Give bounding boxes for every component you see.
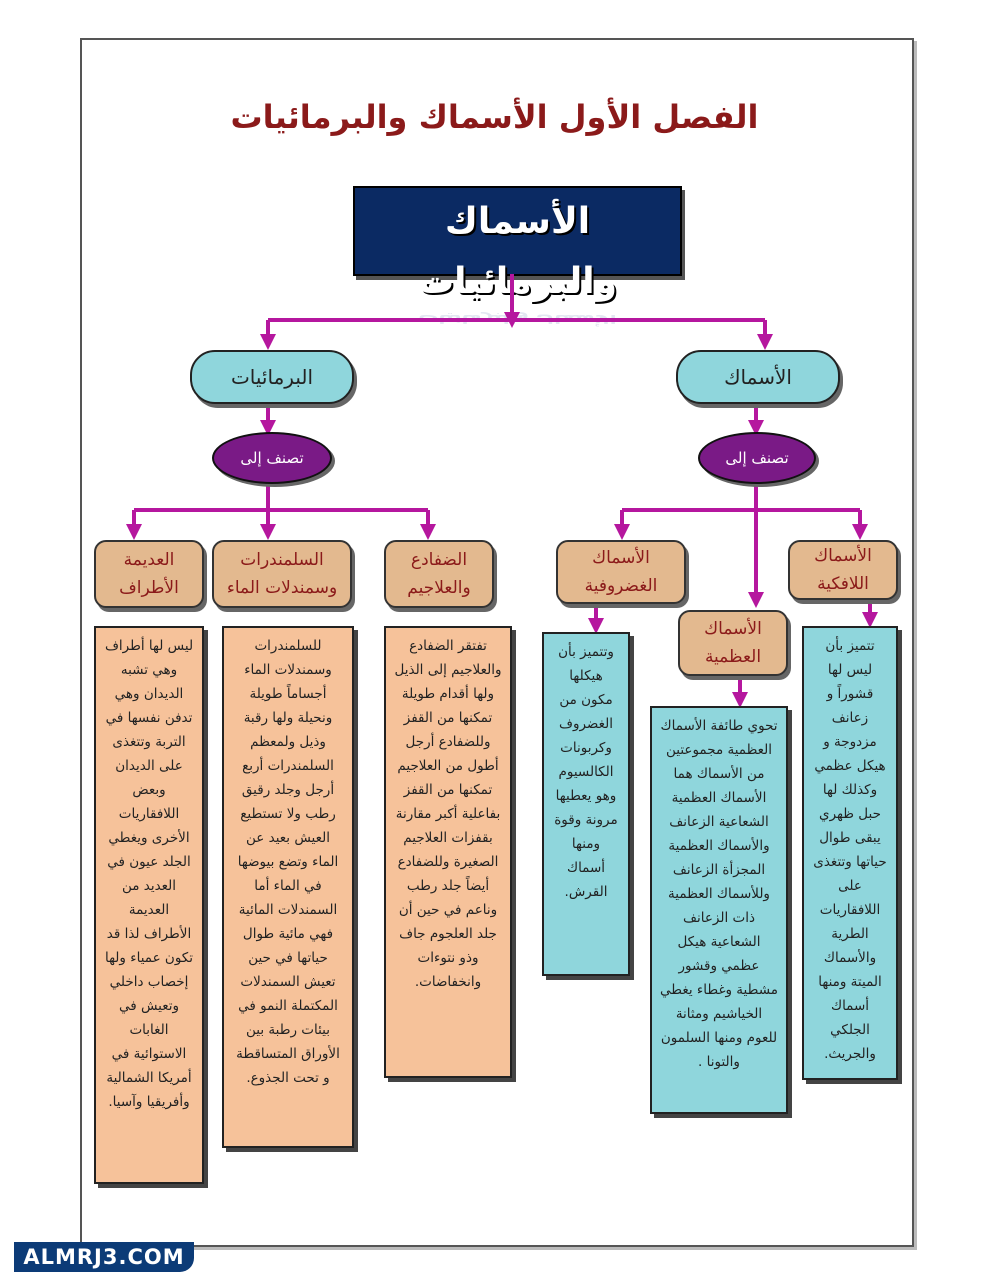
category-jawless: الأسماك اللافكية bbox=[788, 540, 898, 600]
category-frogs: الضفادع والعلاجيم bbox=[384, 540, 494, 608]
description-bony: تحوي طائفة الأسماك العظمية مجموعتين من ا… bbox=[650, 706, 788, 1114]
site-logo[interactable]: ALMRJ3.COM bbox=[14, 1242, 194, 1272]
description-jawless: تتميز بأن ليس لها قشوراً و زعانف مزدوجة … bbox=[802, 626, 898, 1080]
description-cartilaginous: وتتميز بأن هيكلها مكون من الغضروف وكربون… bbox=[542, 632, 630, 976]
category-bony: الأسماك العظمية bbox=[678, 610, 788, 676]
category-limbless: العديمة الأطراف bbox=[94, 540, 204, 608]
category-cartilaginous: الأسماك الغضروفية bbox=[556, 540, 686, 604]
description-frogs: تفتقر الضفادع والعلاجيم إلى الذيل ولها أ… bbox=[384, 626, 512, 1078]
description-salamanders: للسلمندرات وسمندلات الماء أجساماً طويلة … bbox=[222, 626, 354, 1148]
fish-node: الأسماك bbox=[676, 350, 840, 404]
description-limbless: ليس لها أطراف وهي تشبه الديدان وهي تدفن … bbox=[94, 626, 204, 1184]
category-salamanders: السلمندرات وسمندلات الماء bbox=[212, 540, 352, 608]
fish-classify-node: تصنف إلى bbox=[698, 432, 816, 484]
amphibians-node: البرمائيات bbox=[190, 350, 354, 404]
page-title: الفصل الأول الأسماك والبرمائيات bbox=[230, 98, 759, 136]
banner-text: الأسماك والبرمائيات bbox=[417, 201, 618, 302]
amphibians-classify-node: تصنف إلى bbox=[212, 432, 332, 484]
main-banner: الأسماك والبرمائيات الأسماك والبرمائيات bbox=[353, 186, 682, 326]
